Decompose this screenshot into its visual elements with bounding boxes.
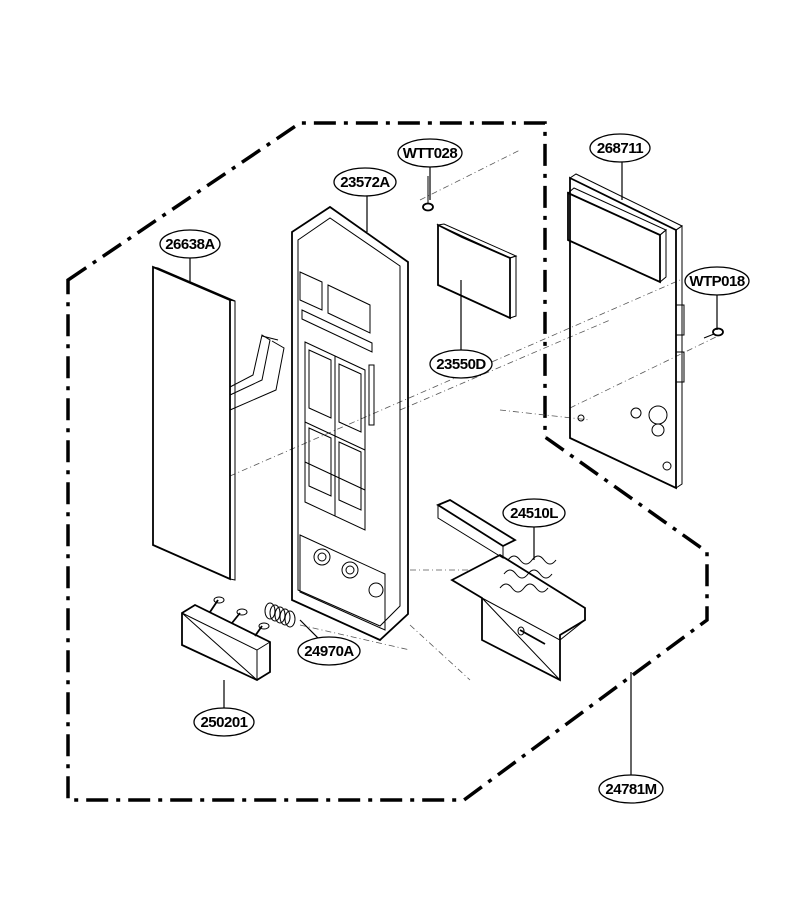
label-268711: 268711 — [589, 133, 651, 163]
screw-wtp018 — [703, 327, 724, 339]
push-button — [181, 596, 271, 682]
label-23550d: 23550D — [429, 349, 493, 379]
svg-text:23550D: 23550D — [436, 356, 486, 373]
label-wtp018: WTP018 — [684, 266, 750, 296]
label-24970a: 24970A — [297, 636, 361, 666]
svg-text:23572A: 23572A — [340, 174, 390, 191]
label-250201: 250201 — [193, 707, 255, 737]
spring-24970a — [264, 602, 296, 628]
screw-wtt028 — [422, 176, 434, 212]
svg-text:268711: 268711 — [597, 140, 643, 157]
label-wtt028: WTT028 — [397, 138, 463, 168]
pcb-board — [567, 173, 685, 490]
svg-text:WTP018: WTP018 — [689, 273, 745, 290]
svg-text:24970A: 24970A — [304, 643, 354, 660]
svg-text:24510L: 24510L — [510, 505, 558, 522]
label-24781m: 24781M — [598, 774, 664, 804]
label-23572a: 23572A — [333, 167, 397, 197]
svg-text:26638A: 26638A — [165, 236, 215, 253]
label-26638a: 26638A — [159, 229, 221, 259]
leader-lines — [189, 160, 718, 775]
door-lever — [436, 498, 586, 682]
svg-text:24781M: 24781M — [605, 781, 656, 798]
front-panel — [291, 205, 409, 642]
svg-text:WTT028: WTT028 — [403, 145, 458, 162]
membrane-sheet — [152, 265, 285, 581]
assembly-boundary — [66, 121, 709, 802]
svg-text:250201: 250201 — [200, 714, 247, 731]
label-24510l: 24510L — [502, 498, 566, 528]
display-window — [436, 223, 518, 320]
